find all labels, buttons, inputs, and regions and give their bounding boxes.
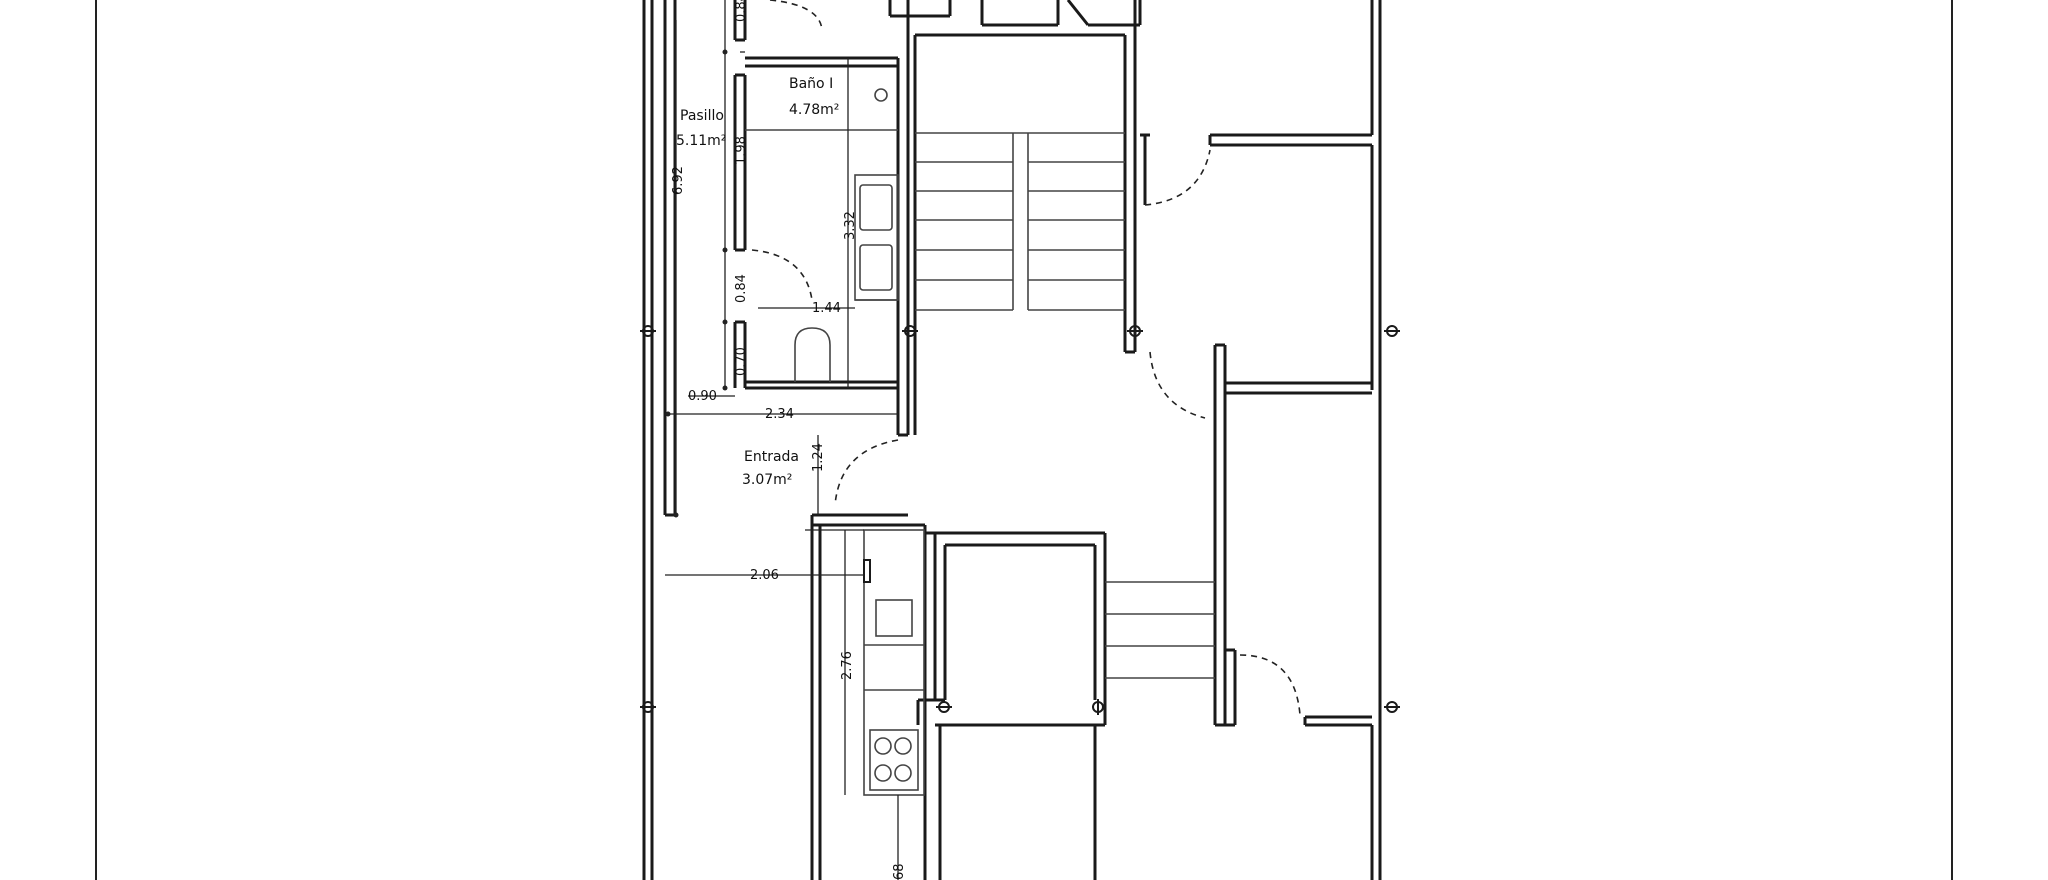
dim-kitchen-276: 2.76 — [840, 651, 855, 680]
kitchen-counter — [863, 529, 925, 796]
dim-bottom-68: 68 — [892, 863, 907, 880]
dim-top-084: 0.84 — [734, 0, 749, 22]
dim-bath-332: 3.32 — [843, 211, 858, 240]
dim-kitchen-206: 2.06 — [750, 568, 779, 583]
room-label-bano: Baño I — [789, 76, 833, 92]
dimension-lines — [665, 0, 899, 880]
room-area-entrada: 3.07m² — [742, 472, 792, 488]
dim-hall-692: 6.92 — [671, 166, 686, 195]
dim-hall-070: 0.70 — [734, 347, 749, 376]
dim-entry-234: 2.34 — [765, 407, 794, 422]
dim-bath-144: 1.44 — [812, 301, 841, 316]
bathroom-fixtures — [745, 88, 899, 382]
dim-hall-084: 0.84 — [734, 274, 749, 303]
room-label-entrada: Entrada — [744, 449, 799, 465]
column-markers — [640, 325, 1400, 715]
room-label-pasillo: Pasillo — [680, 108, 724, 124]
dim-entry-124: 1.24 — [811, 443, 826, 472]
exterior-walls — [642, 0, 1382, 880]
staircase — [915, 132, 1215, 679]
interior-walls — [663, 0, 1372, 880]
door-swings — [751, 0, 1301, 716]
room-area-pasillo: 5.11m² — [676, 133, 726, 149]
dim-hall-198: 1.98 — [734, 136, 749, 165]
dim-wall-090: 0.90 — [688, 389, 717, 404]
room-area-bano: 4.78m² — [789, 102, 839, 118]
